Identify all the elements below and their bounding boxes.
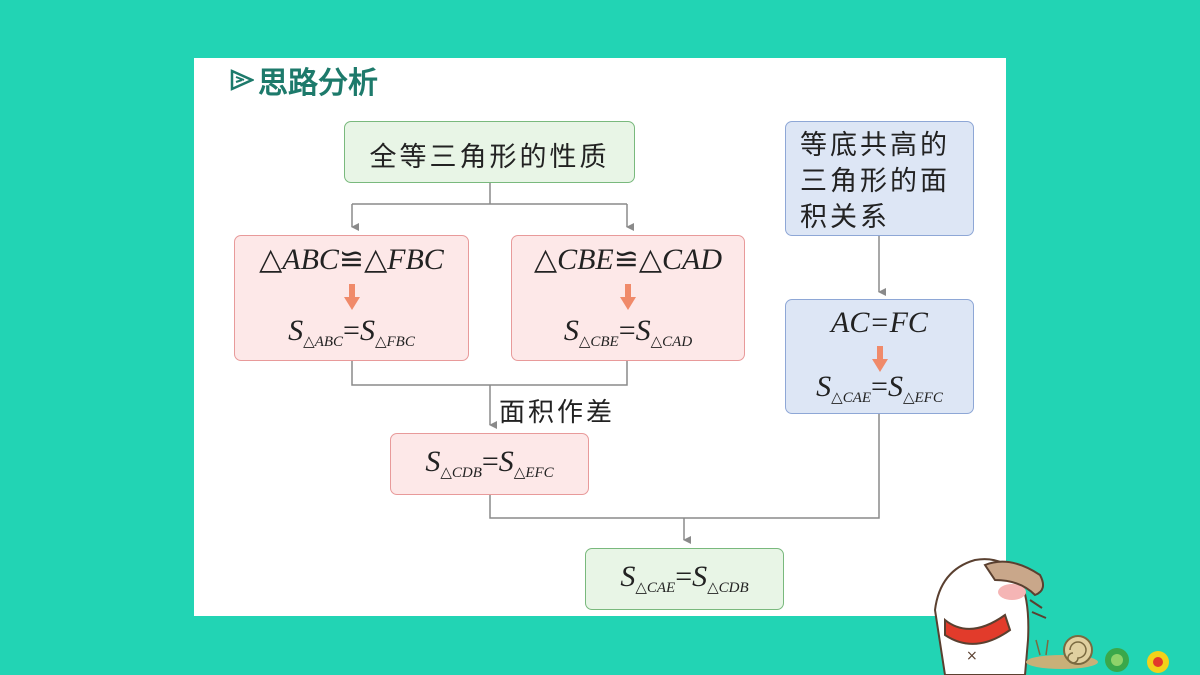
abc-fbc-area: S△ABC=S△FBC [288, 314, 415, 350]
final-result-box: S△CAE=S△CDB [585, 548, 784, 610]
cbe-cad-statement: △CBE≌△CAD [534, 243, 722, 276]
cbe-cad-area: S△CBE=S△CAD [563, 314, 693, 350]
abc-fbc-box: △ABC≌△FBC S△ABC=S△FBC [234, 235, 469, 361]
equal-base-height-line-3: 积关系 [800, 202, 890, 233]
svg-text:×: × [966, 648, 978, 664]
ac-fc-area: S△CAE=S△EFC [816, 370, 943, 406]
ac-fc-statement: AC=FC [831, 306, 928, 339]
area-difference-label: 面积作差 [499, 398, 616, 428]
equal-base-height-line-1: 等底共高的 [800, 130, 950, 161]
down-arrow-icon [620, 284, 636, 310]
cdb-efc-area: S△CDB=S△EFC [425, 445, 554, 481]
heading-text: 思路分析 [258, 66, 378, 101]
snail-icon [1026, 635, 1098, 669]
play-triangle-icon [230, 69, 254, 91]
ac-fc-box: AC=FC S△CAE=S△EFC [785, 299, 974, 414]
abc-fbc-statement: △ABC≌△FBC [259, 243, 444, 276]
congruent-properties-box: 全等三角形的性质 [344, 121, 635, 183]
flower-icon [1105, 648, 1169, 673]
equal-base-height-line-2: 三角形的面 [800, 166, 950, 197]
dog-mascot-icon: × [933, 558, 1047, 675]
cdb-efc-box: S△CDB=S△EFC [390, 433, 589, 495]
final-result-area: S△CAE=S△CDB [620, 560, 749, 596]
equal-base-height-box: 等底共高的 三角形的面 积关系 [785, 121, 974, 236]
split-connector [352, 182, 627, 205]
section-heading: 思路分析 [230, 60, 378, 101]
equal-base-height-text: 等底共高的 三角形的面 积关系 [800, 128, 973, 236]
congruent-properties-text: 全等三角形的性质 [369, 142, 610, 173]
down-arrow-icon [343, 284, 360, 310]
cbe-cad-box: △CBE≌△CAD S△CBE=S△CAD [511, 235, 745, 361]
down-arrow-icon [871, 346, 888, 372]
